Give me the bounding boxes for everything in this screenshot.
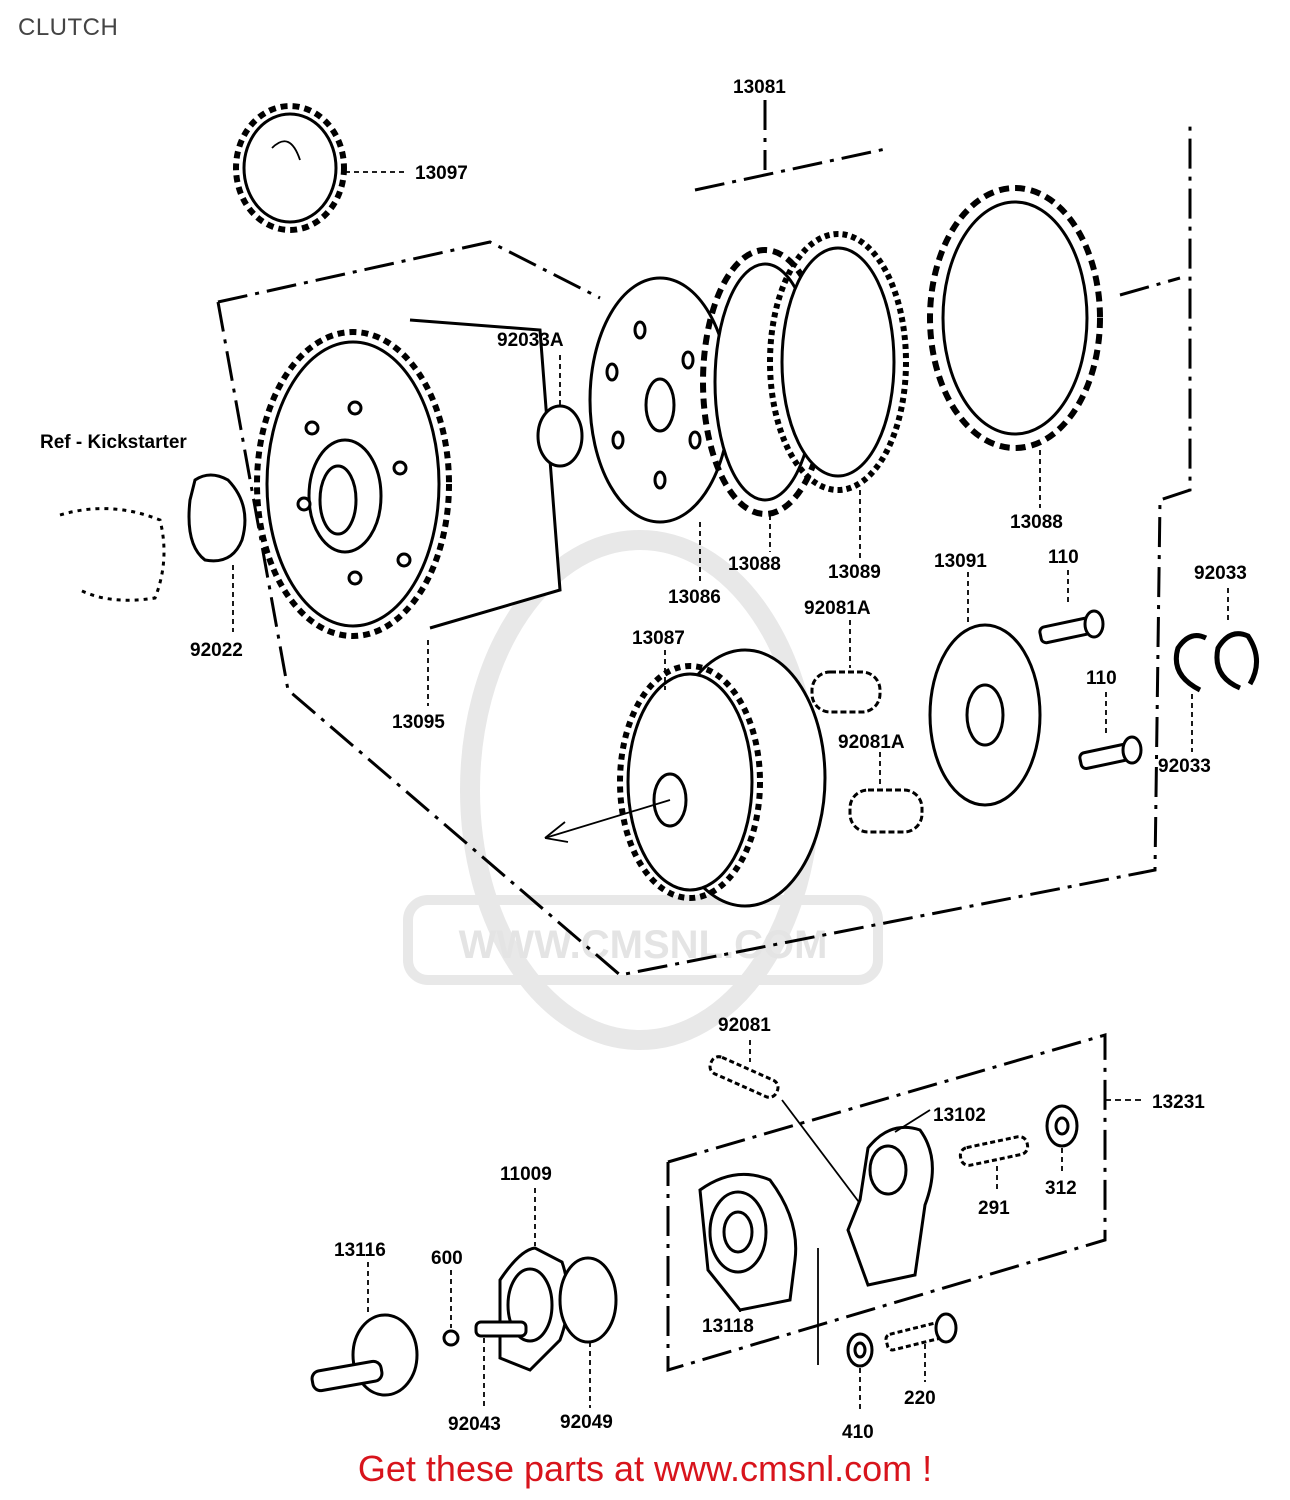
hub-plate-13086 (588, 276, 732, 582)
label-13091: 13091 (934, 551, 987, 572)
label-13089: 13089 (828, 562, 881, 583)
kickstarter-ref-part (59, 473, 247, 632)
pressure-plate-13091 (928, 572, 1042, 807)
label-92081A-a: 92081A (804, 598, 871, 619)
pushrod-13116 (310, 1262, 419, 1397)
bolts-110 (1038, 570, 1143, 771)
label-410: 410 (842, 1422, 874, 1443)
lever-13102 (846, 1109, 934, 1287)
label-13102: 13102 (933, 1105, 986, 1126)
label-92033-a: 92033 (1194, 563, 1247, 584)
washer-410 (846, 1332, 874, 1410)
label-92043: 92043 (448, 1414, 501, 1435)
label-92033A: 92033A (497, 330, 564, 351)
label-13095: 13095 (392, 712, 445, 733)
gear-13097 (233, 103, 408, 233)
page-title: CLUTCH (18, 14, 119, 41)
spring-291 (958, 1135, 1030, 1192)
label-600: 600 (431, 1248, 463, 1269)
label-92022: 92022 (190, 640, 243, 661)
ring-92033A (536, 355, 584, 468)
springs-92081A (810, 620, 924, 834)
label-13097: 13097 (415, 163, 468, 184)
label-13081: 13081 (733, 77, 786, 98)
label-13088-b: 13088 (1010, 512, 1063, 533)
label-220: 220 (904, 1388, 936, 1409)
watermark-text: WWW.CMSNL.COM (459, 923, 828, 967)
upper-group-boundary (217, 240, 601, 304)
gasket-92049 (558, 1256, 618, 1408)
clutch-housing-13095 (254, 318, 562, 706)
part-labels: 13081 13097 92033A Ref - Kickstarter 920… (40, 77, 1247, 1443)
lower-group-boundary (666, 1033, 1107, 1373)
label-92049: 92049 (560, 1412, 613, 1433)
friction-plates (700, 185, 1103, 558)
label-13087: 13087 (632, 628, 685, 649)
release-13118 (698, 1172, 819, 1365)
cover-11009 (474, 1188, 570, 1408)
label-11009: 11009 (500, 1164, 552, 1185)
label-13231: 13231 (1152, 1092, 1205, 1113)
label-312: 312 (1045, 1178, 1077, 1199)
nut-312 (1045, 1104, 1079, 1172)
label-ref-kickstarter: Ref - Kickstarter (40, 432, 187, 453)
label-13116: 13116 (334, 1240, 386, 1261)
label-13086: 13086 (668, 587, 721, 608)
label-110-b: 110 (1086, 668, 1117, 689)
label-110-a: 110 (1048, 547, 1079, 568)
footer-link[interactable]: Get these parts at www.cmsnl.com ! (357, 1448, 933, 1489)
circlips-92033 (1173, 588, 1259, 752)
label-92081A-b: 92081A (838, 732, 905, 753)
bolt-220 (884, 1312, 958, 1382)
label-13118: 13118 (702, 1316, 754, 1337)
clutch-hub-13087 (544, 648, 827, 908)
label-92033-b: 92033 (1158, 756, 1211, 777)
label-13088-a: 13088 (728, 554, 781, 575)
ball-600 (442, 1270, 460, 1347)
label-291: 291 (978, 1198, 1010, 1219)
label-92081: 92081 (718, 1015, 771, 1036)
